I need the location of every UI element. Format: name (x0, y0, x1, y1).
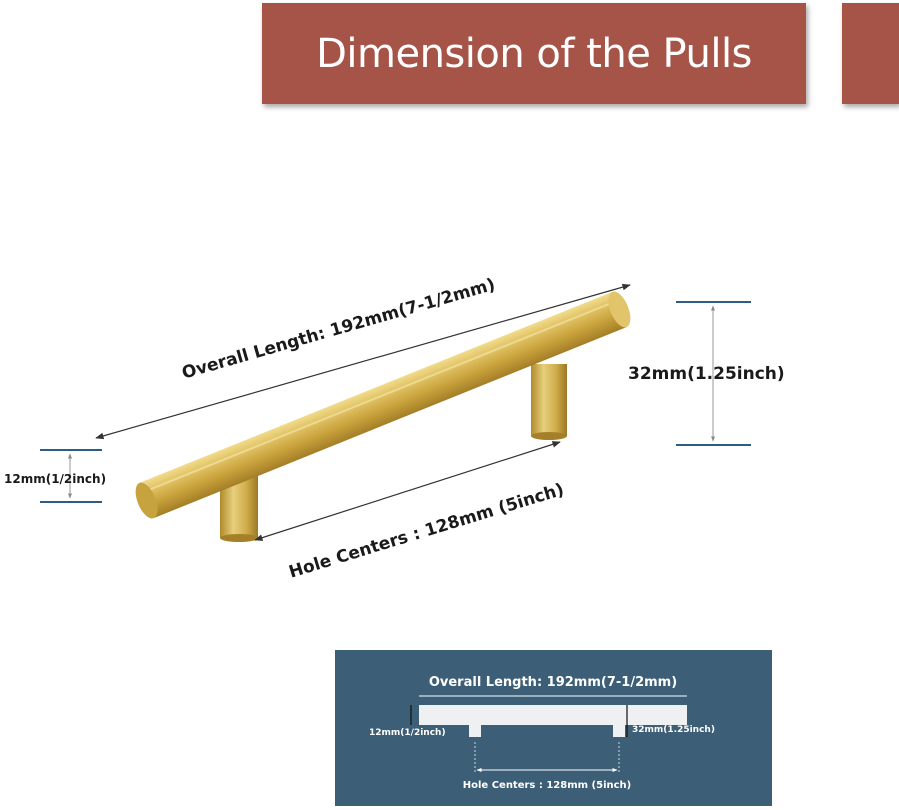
inset-diameter-label: 12mm(1/2inch) (369, 728, 446, 738)
inset-drawing: Overall Length: 192mm(7-1/2mm) 12mm(1/2i… (369, 675, 715, 791)
diameter-label: 12mm(1/2inch) (4, 472, 106, 486)
banner-title: Dimension of the Pulls (316, 30, 752, 77)
title-banner: Dimension of the Pulls (262, 3, 806, 104)
right-leg (531, 364, 567, 440)
inset-hole-centers-label: Hole Centers : 128mm (5inch) (463, 780, 631, 791)
height-label: 32mm(1.25inch) (628, 364, 785, 384)
height-dimension (676, 301, 751, 446)
overall-length-arrow (95, 283, 631, 440)
hole-centers-label: Hole Centers : 128mm (5inch) (287, 480, 567, 583)
diameter-dimension (40, 449, 102, 503)
pull-diagram: Overall Length: 192mm(7-1/2mm) Hole Cent… (4, 275, 785, 583)
inset-bar (419, 705, 687, 725)
inset-left-leg (469, 725, 481, 737)
inset-diagram: Overall Length: 192mm(7-1/2mm) 12mm(1/2i… (335, 650, 772, 806)
inset-right-leg (613, 725, 625, 737)
inset-overall-length-label: Overall Length: 192mm(7-1/2mm) (429, 675, 677, 690)
hole-centers-arrow (254, 441, 561, 541)
banner-side-block (842, 3, 899, 104)
inset-height-label: 32mm(1.25inch) (632, 725, 715, 735)
